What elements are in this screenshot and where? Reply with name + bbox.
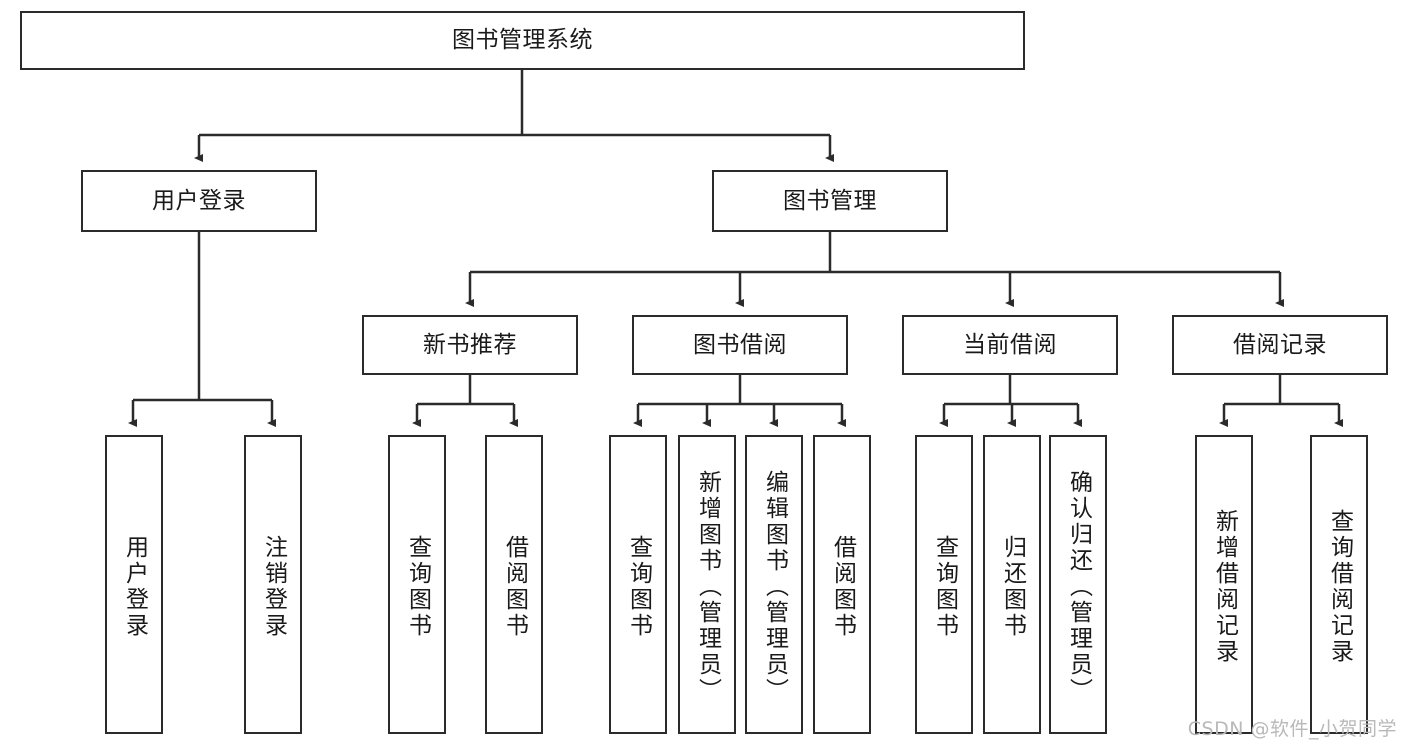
watermark-text: CSDN @软件_小贺同学 bbox=[1187, 718, 1397, 740]
node-new-book-recommend[interactable]: 新书推荐 bbox=[362, 315, 578, 375]
leaf-current-query-book[interactable]: 查询图书 bbox=[915, 435, 973, 734]
leaf-record-add-record-label: 新增借阅记录 bbox=[1211, 508, 1238, 665]
leaf-borrow-borrow-book-label: 借阅图书 bbox=[829, 534, 856, 639]
leaf-current-confirm-return-label: 确认归还（管理员） bbox=[1065, 469, 1092, 704]
leaf-current-query-book-label: 查询图书 bbox=[931, 534, 958, 639]
leaf-record-query-record-label: 查询借阅记录 bbox=[1326, 508, 1353, 665]
leaf-borrow-add-book[interactable]: 新增图书（管理员） bbox=[678, 435, 736, 734]
leaf-user-login-logout-label: 注销登录 bbox=[260, 534, 287, 639]
leaf-record-query-record[interactable]: 查询借阅记录 bbox=[1310, 435, 1368, 734]
leaf-recommend-borrow-book[interactable]: 借阅图书 bbox=[485, 435, 543, 734]
leaf-recommend-query-book-label: 查询图书 bbox=[404, 534, 431, 639]
node-new-book-recommend-label: 新书推荐 bbox=[423, 331, 517, 358]
node-user-login[interactable]: 用户登录 bbox=[81, 170, 317, 232]
leaf-borrow-query-book[interactable]: 查询图书 bbox=[609, 435, 667, 734]
node-current-borrow-label: 当前借阅 bbox=[963, 331, 1057, 358]
leaf-current-return-book-label: 归还图书 bbox=[999, 534, 1026, 639]
leaf-record-add-record[interactable]: 新增借阅记录 bbox=[1195, 435, 1253, 734]
leaf-current-confirm-return[interactable]: 确认归还（管理员） bbox=[1049, 435, 1107, 734]
node-book-borrow[interactable]: 图书借阅 bbox=[632, 315, 848, 375]
node-user-login-label: 用户登录 bbox=[152, 187, 246, 214]
leaf-user-login-logout[interactable]: 注销登录 bbox=[244, 435, 302, 734]
leaf-borrow-edit-book-label: 编辑图书（管理员） bbox=[761, 469, 788, 704]
node-root-label: 图书管理系统 bbox=[452, 27, 593, 54]
node-book-management-label: 图书管理 bbox=[783, 187, 877, 214]
leaf-current-return-book[interactable]: 归还图书 bbox=[983, 435, 1041, 734]
leaf-recommend-borrow-book-label: 借阅图书 bbox=[501, 534, 528, 639]
node-root[interactable]: 图书管理系统 bbox=[20, 11, 1025, 70]
leaf-user-login-login-label: 用户登录 bbox=[121, 534, 148, 639]
node-current-borrow[interactable]: 当前借阅 bbox=[902, 315, 1118, 375]
node-borrow-record[interactable]: 借阅记录 bbox=[1172, 315, 1388, 375]
leaf-recommend-query-book[interactable]: 查询图书 bbox=[388, 435, 446, 734]
node-book-borrow-label: 图书借阅 bbox=[693, 331, 787, 358]
leaf-borrow-query-book-label: 查询图书 bbox=[625, 534, 652, 639]
leaf-borrow-add-book-label: 新增图书（管理员） bbox=[694, 469, 721, 704]
leaf-borrow-borrow-book[interactable]: 借阅图书 bbox=[813, 435, 871, 734]
node-borrow-record-label: 借阅记录 bbox=[1233, 331, 1327, 358]
leaf-borrow-edit-book[interactable]: 编辑图书（管理员） bbox=[745, 435, 803, 734]
node-book-management[interactable]: 图书管理 bbox=[712, 170, 948, 232]
leaf-user-login-login[interactable]: 用户登录 bbox=[105, 435, 163, 734]
